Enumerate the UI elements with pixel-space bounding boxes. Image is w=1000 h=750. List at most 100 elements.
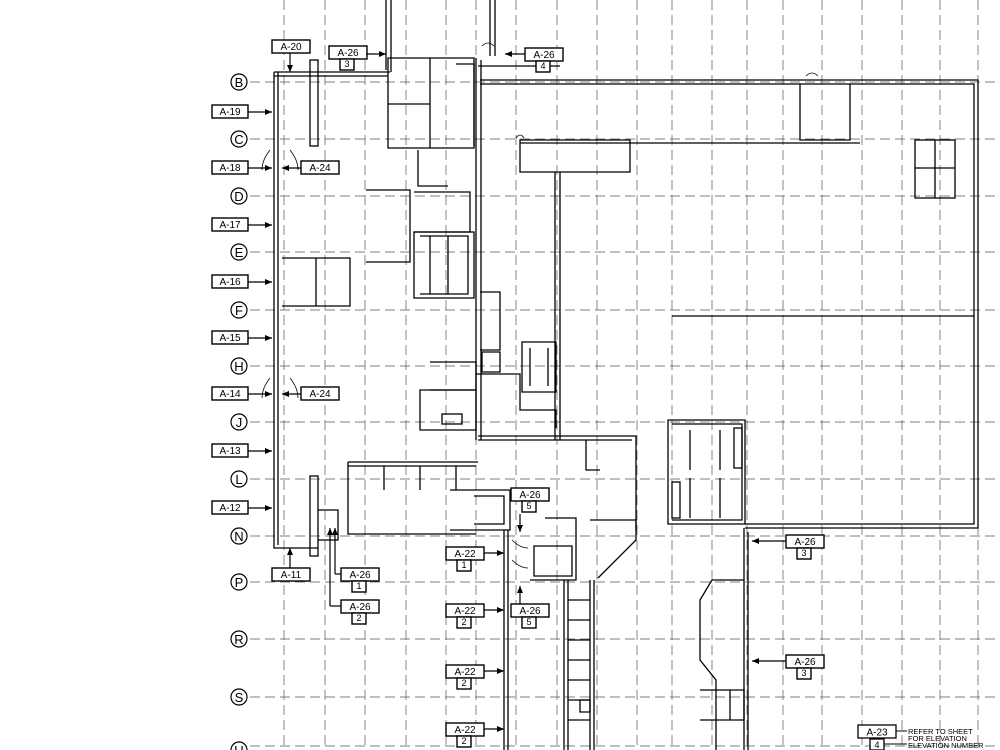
callout-label: A-12 (219, 503, 241, 514)
callout-label: A-24 (309, 389, 331, 400)
callout-label: A-20 (280, 42, 302, 53)
door-swings (261, 42, 819, 569)
callout-num-box (535, 60, 551, 73)
grid-bubble-b: B (230, 73, 248, 91)
callout-num-box (796, 547, 812, 560)
callout-num-label: 5 (526, 617, 531, 627)
elevation-callout-a-12: A-12 (211, 500, 272, 515)
section-callout-a22-1: A-222 (445, 603, 504, 629)
callout-box (271, 567, 311, 582)
elevation-callout-a-14: A-14 (211, 386, 272, 401)
callout-label: A-22 (454, 549, 476, 560)
section-callout-a22-2: A-222 (445, 664, 504, 690)
mid-callout-1: A-265 (510, 586, 550, 629)
grid-bubble-c: C (230, 130, 248, 148)
callout-label: A-26 (519, 606, 541, 617)
svg-text:R: R (234, 632, 243, 647)
grid-bubble-f: F (230, 301, 248, 319)
building-walls (273, 0, 979, 750)
grid-bubble-j: J (230, 413, 248, 431)
callout-label: A-17 (219, 220, 241, 231)
grid-lines (250, 0, 1000, 750)
callout-label: A-26 (533, 50, 555, 61)
grid-bubble-p: P (230, 573, 248, 591)
callout-label: A-22 (454, 725, 476, 736)
callout-label: A-15 (219, 333, 241, 344)
bottom-callout-0: A-11 (271, 548, 311, 582)
callout-num-box (456, 735, 472, 748)
callout-num-label: 1 (461, 560, 466, 570)
callout-label: A-22 (454, 606, 476, 617)
bottom-callout-2: A-26 2 (327, 528, 380, 625)
svg-text:F: F (235, 303, 243, 318)
elevation-callout-a-18: A-18 (211, 160, 272, 175)
callout-label: A-18 (219, 163, 241, 174)
top-callout-0: A-20 (271, 39, 311, 72)
callout-num-box (456, 616, 472, 629)
grid-bubble-e: E (230, 243, 248, 261)
callout-num-label: 2 (461, 736, 466, 746)
top-callout-2: A-264 (505, 47, 564, 73)
svg-text:H: H (234, 359, 243, 374)
callout-num-label: 1 (356, 581, 361, 591)
mid-callout-0: A-265 (510, 487, 550, 532)
callout-num-label: 5 (526, 501, 531, 511)
svg-text:E: E (235, 245, 244, 260)
grid-bubble-s: S (230, 688, 248, 706)
callout-num-box (339, 58, 355, 71)
callout-num-box (351, 612, 367, 625)
elevation-callout-a-17: A-17 (211, 217, 272, 232)
callout-num-label: 2 (461, 678, 466, 688)
elevation-callout-a-19: A-19 (211, 104, 272, 119)
bottom-callout-1: A-261 (332, 528, 380, 593)
elevation-callout-a-16: A-16 (211, 274, 272, 289)
callout-label: A-26 (519, 490, 541, 501)
svg-text:P: P (235, 575, 244, 590)
callout-num-label: 2 (461, 617, 466, 627)
callout-label: A-26 (794, 537, 816, 548)
callout-legend: A-23 4 REFER TO SHEET FOR ELEVATION ELEV… (857, 724, 984, 750)
top-callout-1: A-263 (328, 45, 386, 71)
grid-bubble-l: L (230, 470, 248, 488)
grid-bubble-d: D (230, 187, 248, 205)
section-callout-a24: A-24 (282, 160, 340, 175)
grid-bubbles: B C D E F H J L N P R S U (230, 73, 248, 750)
callout-label: A-24 (309, 163, 331, 174)
svg-text:U: U (234, 743, 243, 750)
legend-line-3: ELEVATION NUMBER (908, 741, 984, 750)
callout-label: A-11 (281, 570, 302, 581)
callout-num-label: 4 (540, 61, 545, 71)
callout-label: A-14 (219, 389, 241, 400)
grid-bubble-h: H (230, 357, 248, 375)
svg-text:D: D (234, 189, 243, 204)
legend-line-2: FOR ELEVATION (908, 734, 967, 743)
callout-num-box (456, 559, 472, 572)
callout-box (271, 39, 311, 54)
legend-sheet: A-23 (866, 728, 888, 739)
callout-num-label: 2 (356, 613, 361, 623)
right-callout-1: A-263 (752, 654, 825, 680)
callout-label: A-26 (794, 657, 816, 668)
svg-text:N: N (234, 529, 243, 544)
callout-num-box (521, 616, 537, 629)
grid-bubble-u: U (230, 741, 248, 750)
callout-label: A-26 (337, 48, 359, 59)
callout-label: A-16 (219, 277, 241, 288)
section-callout-a24: A-24 (282, 386, 340, 401)
callout-label: A-13 (219, 446, 241, 457)
svg-text:S: S (235, 690, 244, 705)
svg-text:L: L (235, 472, 242, 487)
callout-num-label: 3 (801, 548, 806, 558)
callout-label: A-26 (349, 570, 371, 581)
svg-text:J: J (236, 415, 243, 430)
callout-label: A-22 (454, 667, 476, 678)
callout-label: A-19 (219, 107, 241, 118)
section-callouts: A-19A-18A-17A-16A-15A-14A-13A-12A-24A-24… (211, 39, 825, 748)
callout-num-box (456, 677, 472, 690)
svg-text:C: C (234, 132, 243, 147)
callout-num-box (796, 667, 812, 680)
elevation-callout-a-15: A-15 (211, 330, 272, 345)
right-callout-0: A-263 (752, 534, 825, 560)
svg-text:B: B (235, 75, 244, 90)
